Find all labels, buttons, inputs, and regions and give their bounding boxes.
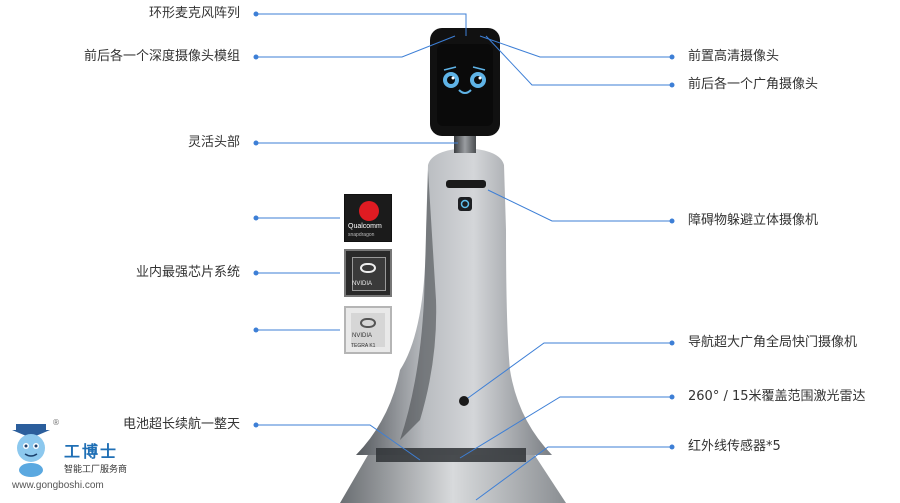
label-stereo-camera: 障碍物躲避立体摄像机 bbox=[688, 213, 819, 228]
label-lidar: 260° / 15米覆盖范围激光雷达 bbox=[688, 389, 866, 404]
label-hd-camera: 前置高清摄像头 bbox=[688, 49, 780, 64]
robot-torso bbox=[356, 148, 552, 455]
status-button bbox=[458, 197, 472, 211]
callout-ir bbox=[475, 446, 672, 501]
watermark-subtitle: 智能工厂服务商 bbox=[64, 465, 128, 475]
stereo-camera-slot bbox=[446, 180, 486, 188]
callout-widecam bbox=[485, 35, 672, 86]
callout-hdcam bbox=[479, 35, 672, 58]
label-wide-camera: 前后各一个广角摄像头 bbox=[688, 77, 819, 92]
callout-lines-left bbox=[256, 13, 467, 461]
label-shutter-camera: 导航超大广角全局快门摄像机 bbox=[688, 335, 858, 350]
label-infrared: 红外线传感器*5 bbox=[688, 439, 781, 454]
callout-shutter bbox=[467, 342, 672, 399]
label-depth-camera: 前后各一个深度摄像头模组 bbox=[83, 49, 240, 64]
tegra-chip-icon: NVIDIA TEGRA K1 bbox=[344, 306, 392, 354]
callout-dots-right bbox=[669, 54, 675, 450]
callout-depth bbox=[256, 35, 456, 58]
watermark-title: 工博士 bbox=[64, 442, 119, 461]
navigation-camera-lens bbox=[459, 396, 469, 406]
watermark-url: www.gongboshi.com bbox=[12, 480, 104, 491]
nvidia-brand: NVIDIA bbox=[352, 281, 373, 287]
tegra-product: TEGRA K1 bbox=[351, 343, 376, 349]
callout-lines-right bbox=[459, 35, 672, 501]
registered-mark: ® bbox=[52, 418, 60, 427]
mascot-logo-icon bbox=[12, 424, 50, 477]
callout-lidar bbox=[459, 396, 672, 459]
robot-neck bbox=[454, 135, 476, 153]
robot-figure bbox=[340, 28, 566, 503]
label-mic-array: 环形麦克风阵列 bbox=[148, 6, 240, 21]
watermark: ® 工博士 智能工厂服务商 www.gongboshi.com bbox=[8, 418, 148, 498]
smile bbox=[458, 89, 472, 94]
callout-mic bbox=[256, 13, 467, 36]
callout-stereo bbox=[487, 189, 672, 222]
callout-battery bbox=[256, 424, 421, 461]
robot-screen bbox=[437, 44, 493, 126]
qualcomm-chip-icon: Qualcomm snapdragon bbox=[344, 194, 392, 242]
label-chips: 业内最强芯片系统 bbox=[135, 265, 240, 280]
qualcomm-brand: Qualcomm bbox=[348, 223, 382, 230]
label-battery: 电池超长续航一整天 bbox=[122, 417, 240, 432]
tegra-brand: NVIDIA bbox=[352, 333, 373, 339]
callout-dots-left bbox=[253, 11, 259, 428]
qualcomm-product: snapdragon bbox=[348, 232, 375, 238]
label-head: 灵活头部 bbox=[187, 135, 240, 150]
robot-lower-band bbox=[376, 448, 526, 462]
nvidia-chip-icon: NVIDIA bbox=[344, 249, 392, 297]
